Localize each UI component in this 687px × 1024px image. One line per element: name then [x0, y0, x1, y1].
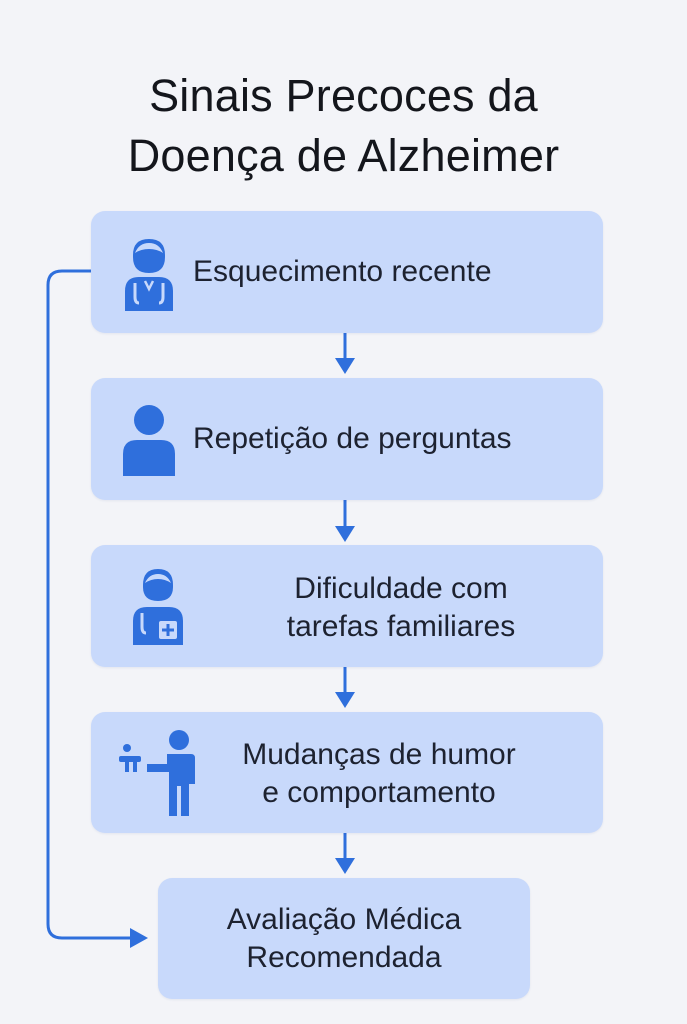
bypass-arrow: [46, 269, 148, 948]
down-arrow-4: [335, 833, 355, 874]
step-4-label: Mudanças de humor e comportamento: [242, 738, 516, 809]
step-card-3: Dificuldade com tarefas familiares: [91, 545, 603, 667]
down-arrow-1: [335, 333, 355, 374]
down-arrow-3: [335, 667, 355, 708]
title-line-2: Doença de Alzheimer: [127, 130, 560, 181]
doctor-stethoscope-icon: [125, 239, 173, 311]
outcome-card: Avaliação Médica Recomendada: [158, 878, 530, 999]
person-gesturing-icon: [119, 730, 195, 816]
step-1-label: Esquecimento recente: [193, 255, 492, 288]
doctor-medical-kit-icon: [133, 569, 183, 645]
person-icon: [123, 405, 175, 476]
step-2-label: Repetição de perguntas: [193, 422, 512, 455]
outcome-label: Avaliação Médica Recomendada: [226, 903, 462, 974]
step-card-2: Repetição de perguntas: [91, 378, 603, 500]
step-card-4: Mudanças de humor e comportamento: [91, 712, 603, 833]
step-card-1: Esquecimento recente: [91, 211, 603, 333]
diagram-title: Sinais Precoces da Doença de Alzheimer: [0, 66, 687, 186]
down-arrow-2: [335, 500, 355, 542]
step-3-label: Dificuldade com tarefas familiares: [286, 572, 516, 643]
title-line-1: Sinais Precoces da: [149, 70, 538, 121]
